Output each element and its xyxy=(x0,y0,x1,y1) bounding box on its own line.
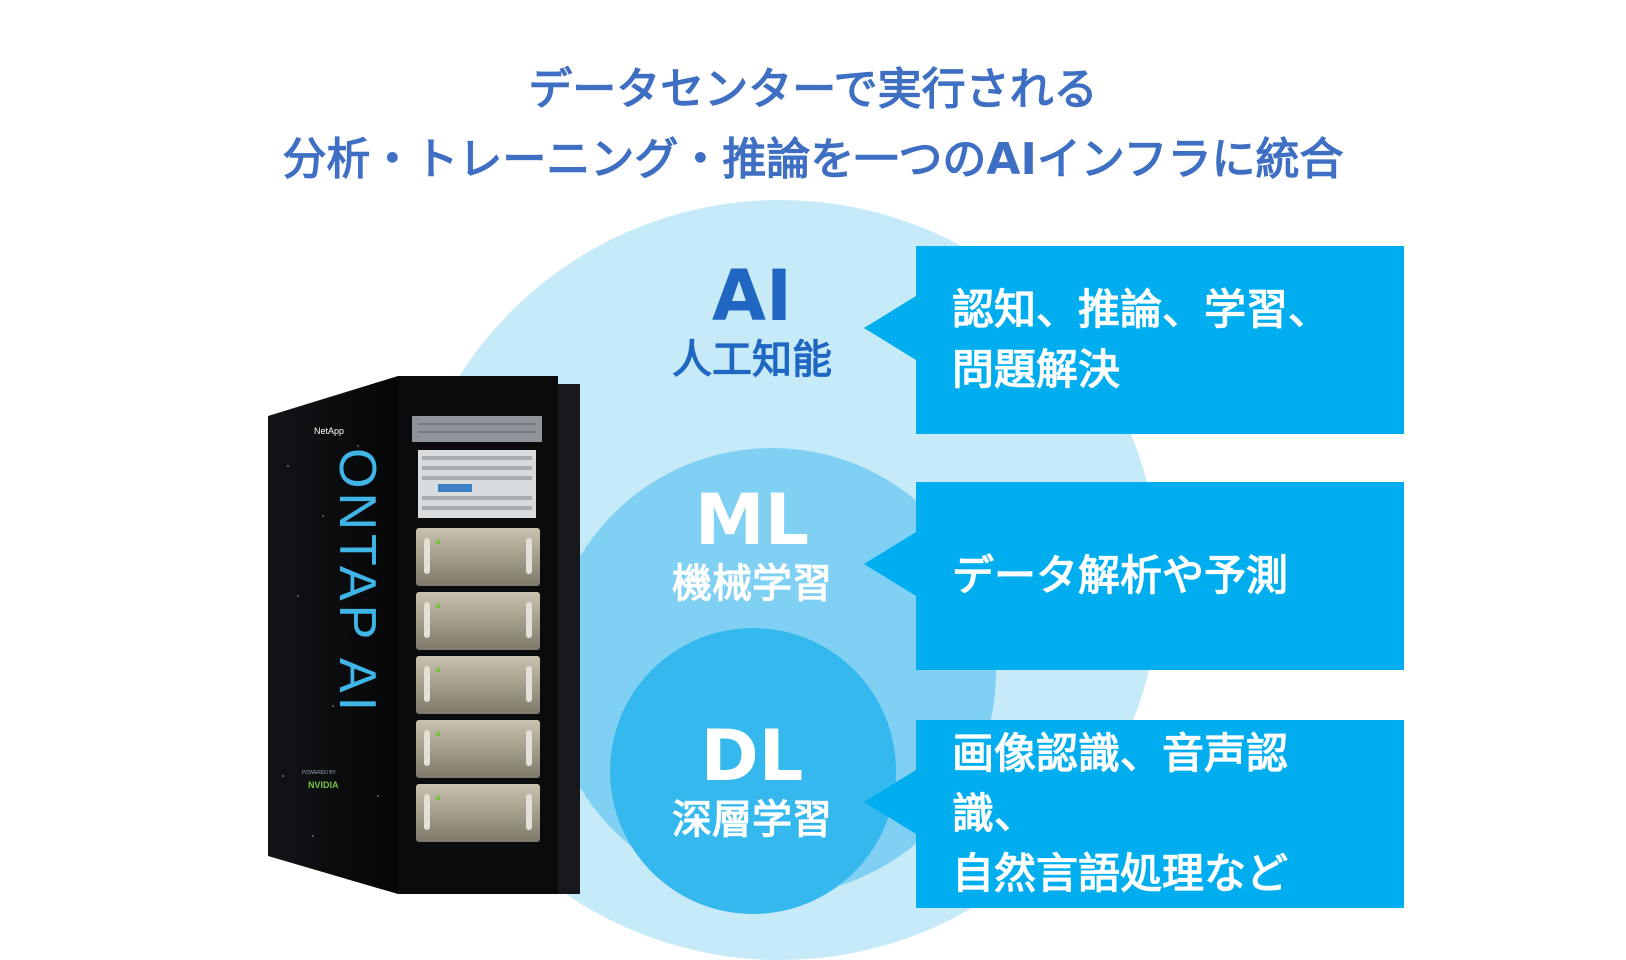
ai-description: 認知、推論、学習、 問題解決 xyxy=(952,285,1331,394)
network-switch xyxy=(412,416,542,442)
ml-description-callout: データ解析や予測 xyxy=(864,482,1404,670)
ai-abbr: AI xyxy=(711,255,793,337)
rack-side-panel xyxy=(268,376,398,894)
ml-abbr: ML xyxy=(694,479,810,561)
ml-term: ML 機械学習 xyxy=(622,480,882,608)
nvidia-logo: NVIDIA xyxy=(308,780,339,790)
ai-description-callout: 認知、推論、学習、 問題解決 xyxy=(864,246,1404,434)
ml-description: データ解析や予測 xyxy=(952,551,1289,600)
dl-term: DL 深層学習 xyxy=(622,716,882,844)
gpu-server-stack xyxy=(416,528,540,842)
ontap-ai-logo: ONTAP AI xyxy=(328,448,386,715)
ai-term: AI 人工知能 xyxy=(622,256,882,384)
ontap-ai-server-rack: NetApp ONTAP AI POWERED BY NVIDIA xyxy=(268,376,580,894)
ml-name: 機械学習 xyxy=(672,561,832,607)
netapp-logo: NetApp xyxy=(314,426,344,436)
dl-name: 深層学習 xyxy=(672,797,832,843)
dl-description-callout: 画像認識、音声認識、 自然言語処理など xyxy=(864,720,1404,908)
powered-by-label: POWERED BY xyxy=(302,770,337,776)
page-title-line-2: 分析・トレーニング・推論を一つのAIインフラに統合 xyxy=(282,134,1344,185)
ai-name: 人工知能 xyxy=(672,337,832,383)
page-title-line-1: データセンターで実行される xyxy=(528,64,1098,115)
dl-description: 画像認識、音声認識、 自然言語処理など xyxy=(952,729,1289,898)
dl-circle xyxy=(610,628,896,914)
dl-abbr: DL xyxy=(700,715,804,797)
